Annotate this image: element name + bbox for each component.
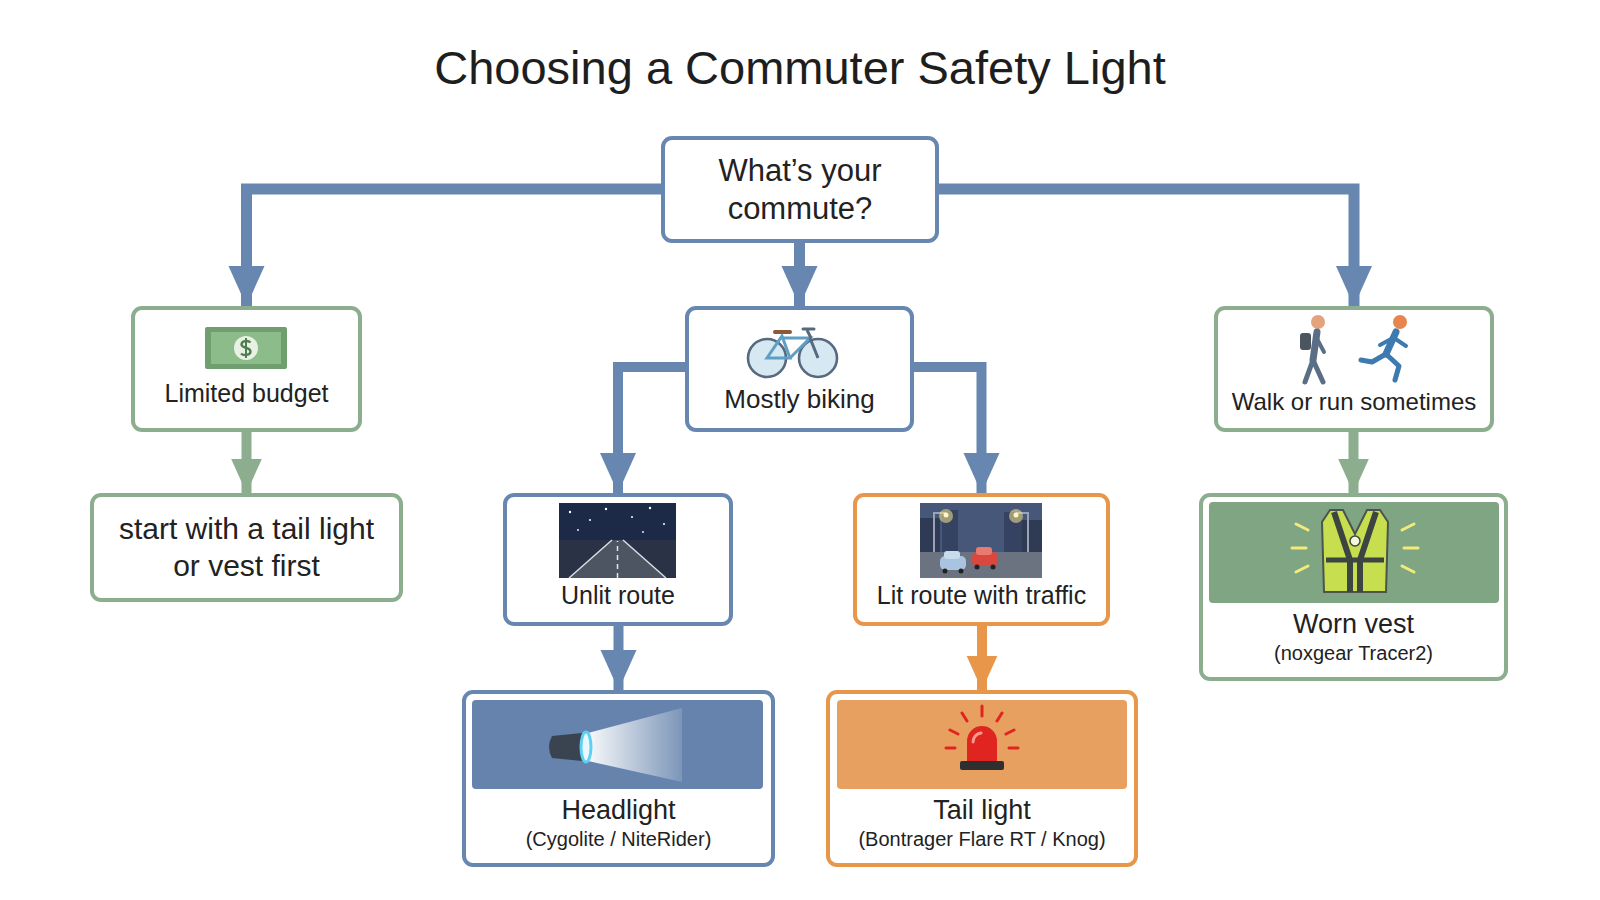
box-sublabel: (Bontrager Flare RT / Knog) [858,827,1105,851]
box-label: Mostly biking [724,384,874,416]
box-label: Lit route with traffic [877,580,1086,611]
box-label: Tail light [933,794,1031,827]
flow-box: Worn vest(noxgear Tracer2) [1199,493,1508,681]
connector-arrow [912,367,982,493]
flow-box: Unlit route [503,493,733,626]
connector-arrow [247,189,664,306]
flow-box: start with a tail light or vest first [90,493,403,602]
connector-arrow [937,189,1354,306]
box-label: Unlit route [561,580,675,611]
flow-box: Mostly biking [685,306,914,432]
box-label: Walk or run sometimes [1232,387,1477,416]
diagram-title: Choosing a Commuter Safety Light [0,38,1600,98]
box-sublabel: (noxgear Tracer2) [1274,641,1433,665]
flow-box: Walk or run sometimes [1214,306,1494,432]
connector-arrow [618,367,687,493]
connector-arrow [242,432,252,493]
box-label: What’s your commute? [695,152,905,228]
box-sublabel: (Cygolite / NiteRider) [526,827,712,851]
flow-box: Tail light(Bontrager Flare RT / Knog) [826,690,1138,867]
box-label: Limited budget [164,378,328,409]
connector-arrow [614,626,624,690]
flow-box: Limited budget [131,306,362,432]
box-label: Headlight [561,794,675,827]
box-label: Worn vest [1293,608,1414,641]
flow-box: What’s your commute? [661,136,939,243]
flow-box: Lit route with traffic [853,493,1110,626]
box-label: start with a tail light or vest first [109,511,384,584]
connector-arrow [794,243,805,306]
connector-arrow [977,626,987,690]
connector-arrow [1349,432,1359,493]
flow-box: Headlight(Cygolite / NiteRider) [462,690,775,867]
